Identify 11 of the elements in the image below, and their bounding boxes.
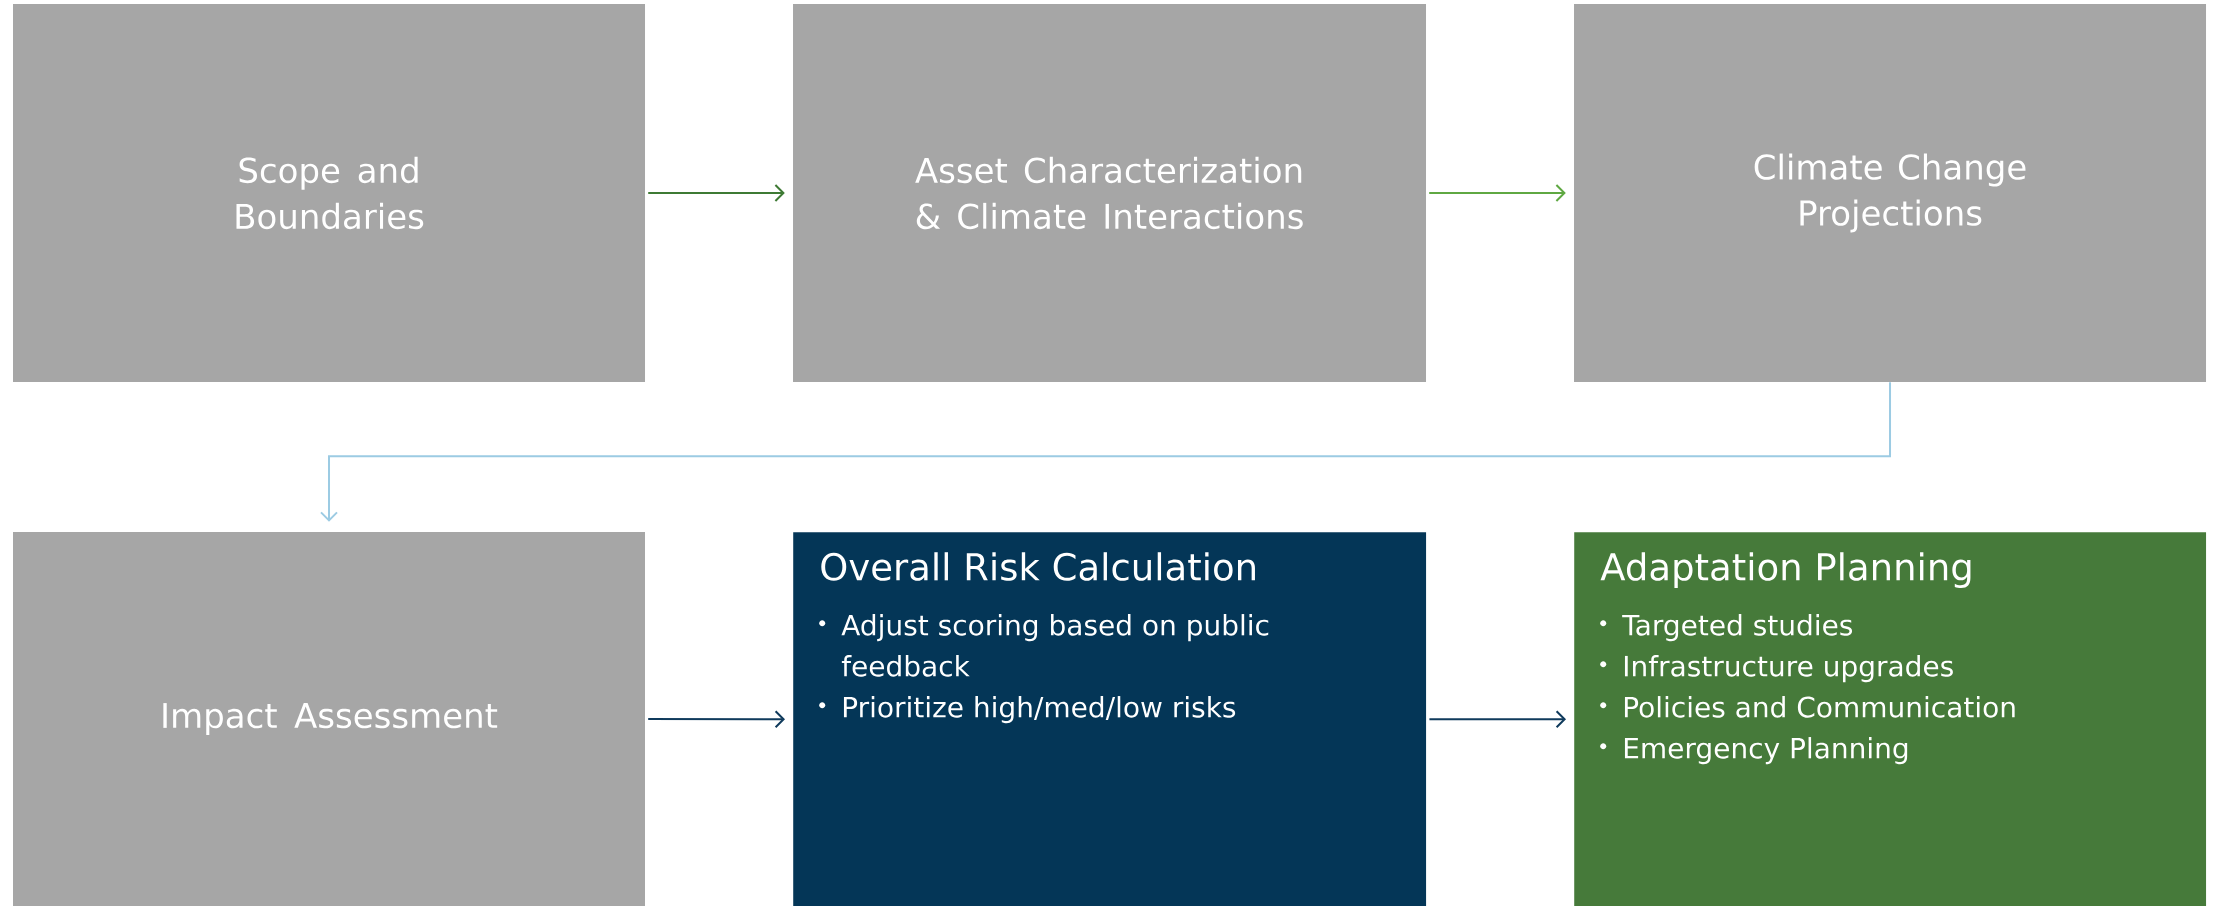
arrow — [774, 184, 785, 202]
arrow — [320, 381, 1891, 522]
arrow — [774, 710, 785, 729]
process-box: Scope and Boundaries — [13, 4, 645, 382]
process-box: Climate Change Projections — [1574, 4, 2206, 382]
arrow — [1555, 184, 1566, 202]
content-card: Adaptation Planning Targeted studies Infrastructure upgrades Policies and Communication Emergency Planning — [1574, 532, 2207, 906]
process-box: Asset Characterization & Climate Interactions — [793, 4, 1426, 382]
arrow — [1555, 710, 1567, 729]
process-box: Impact Assessment — [13, 532, 645, 906]
content-card: Overall Risk Calculation Adjust scoring based on public feedback Prioritize high/med/low risks — [793, 532, 1427, 906]
